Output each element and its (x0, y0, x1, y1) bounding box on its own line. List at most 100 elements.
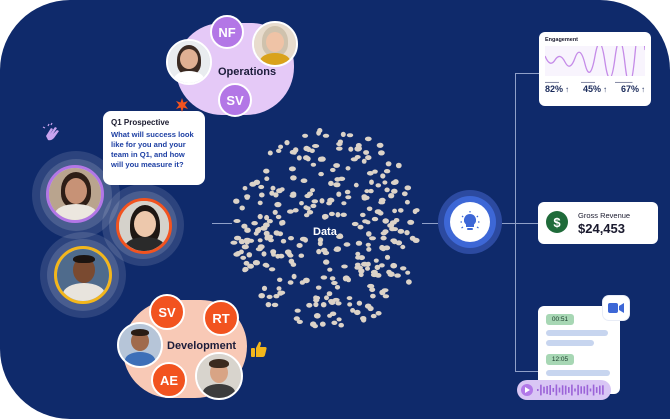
data-point (355, 251, 361, 257)
development-group[interactable]: SV RT AE Development (117, 290, 252, 405)
connector-branch (515, 371, 538, 372)
data-point (372, 169, 378, 174)
chat-message-bar (546, 370, 610, 376)
data-point (401, 191, 408, 197)
data-point (257, 244, 265, 250)
play-icon (525, 387, 530, 393)
data-point (390, 238, 398, 243)
q1-prospective-card[interactable]: Q1 Prospective What will success look li… (103, 111, 205, 185)
video-call-button[interactable] (603, 296, 629, 320)
data-point (315, 285, 322, 290)
insight-hub[interactable] (450, 202, 490, 242)
data-point (303, 277, 310, 284)
data-point (329, 276, 336, 281)
chip-sv[interactable]: SV (218, 83, 252, 117)
data-point (233, 219, 241, 223)
data-point (267, 150, 273, 156)
data-point (303, 205, 309, 210)
data-point (264, 176, 270, 181)
data-point (395, 240, 403, 246)
data-point (247, 263, 254, 269)
avatar-ops-woman-2[interactable] (252, 21, 298, 67)
avatar-dev-man-1[interactable] (117, 322, 163, 368)
data-point (320, 247, 328, 253)
data-point (379, 263, 385, 268)
waveform-bar (546, 385, 548, 395)
waveform-bar (574, 388, 576, 392)
data-point (374, 209, 382, 215)
audio-player[interactable] (517, 380, 611, 400)
data-point (284, 140, 290, 146)
data-point (306, 210, 314, 215)
avatar-participant-woman-2[interactable] (116, 198, 172, 254)
avatar-dev-man-2[interactable] (195, 352, 243, 400)
data-point (384, 254, 391, 260)
data-point (360, 316, 367, 321)
avatar-participant-man[interactable] (54, 246, 112, 304)
starburst-icon (176, 98, 188, 112)
data-point (256, 227, 262, 232)
gross-revenue-card[interactable]: $ Gross Revenue $24,453 (538, 202, 658, 244)
waveform-bar (583, 386, 586, 394)
data-point (380, 235, 387, 241)
data-point (230, 240, 238, 245)
connector-line (212, 223, 232, 224)
data-point (278, 144, 284, 149)
data-point (387, 271, 395, 277)
data-point (239, 205, 245, 211)
data-point (342, 275, 350, 281)
data-point (243, 237, 251, 242)
data-point (412, 208, 418, 215)
waveform-bar (564, 385, 567, 395)
data-point (354, 146, 362, 152)
data-point (286, 251, 293, 257)
data-point (324, 295, 329, 301)
avatar-participant-woman-smiling[interactable] (46, 165, 104, 223)
data-point (298, 253, 305, 258)
data-point (279, 187, 285, 192)
data-point (382, 218, 389, 224)
data-point (276, 148, 282, 153)
data-point (321, 213, 329, 220)
waveform-bar (577, 384, 579, 396)
data-point (303, 237, 308, 243)
data-point (350, 157, 358, 162)
data-point (333, 247, 341, 252)
data-point (365, 155, 372, 161)
data-point (380, 173, 386, 179)
avatar-ops-woman-1[interactable] (166, 39, 212, 85)
data-point (347, 302, 353, 307)
data-point (404, 199, 410, 205)
data-point (312, 144, 320, 148)
engagement-card[interactable]: Engagement ▬▬▬▬ ▬▬▬▬ ▬▬▬▬▬ 82%↑ 45%↑ 67%… (539, 32, 651, 106)
chip-rt[interactable]: RT (203, 300, 239, 336)
data-point (242, 268, 248, 273)
data-point (263, 222, 270, 228)
data-point (365, 261, 371, 267)
data-point (400, 244, 406, 250)
data-point (269, 190, 275, 196)
data-point (371, 216, 379, 222)
data-point (274, 230, 280, 236)
waveform-bar (595, 387, 598, 393)
data-point (332, 297, 340, 302)
data-point (313, 298, 320, 303)
stat-caption-bar: ▬▬▬▬▬ (615, 80, 633, 84)
arrow-up-icon: ↑ (565, 85, 570, 94)
waveform-bar (571, 384, 573, 396)
data-point (356, 300, 363, 306)
data-point (367, 305, 374, 312)
chip-ae[interactable]: AE (151, 362, 187, 398)
data-point (369, 179, 374, 185)
data-point (272, 209, 278, 215)
chat-transcript-card[interactable]: 00:51 12:05 (538, 306, 620, 394)
waveform-bar (537, 389, 539, 391)
chip-nf[interactable]: NF (210, 15, 244, 49)
data-point (320, 275, 328, 280)
data-point (244, 195, 250, 200)
play-button[interactable] (521, 384, 533, 396)
operations-group[interactable]: NF SV Operations (166, 15, 298, 119)
data-point (369, 236, 376, 241)
waveform-bar (602, 385, 604, 395)
chip-sv[interactable]: SV (149, 294, 185, 330)
